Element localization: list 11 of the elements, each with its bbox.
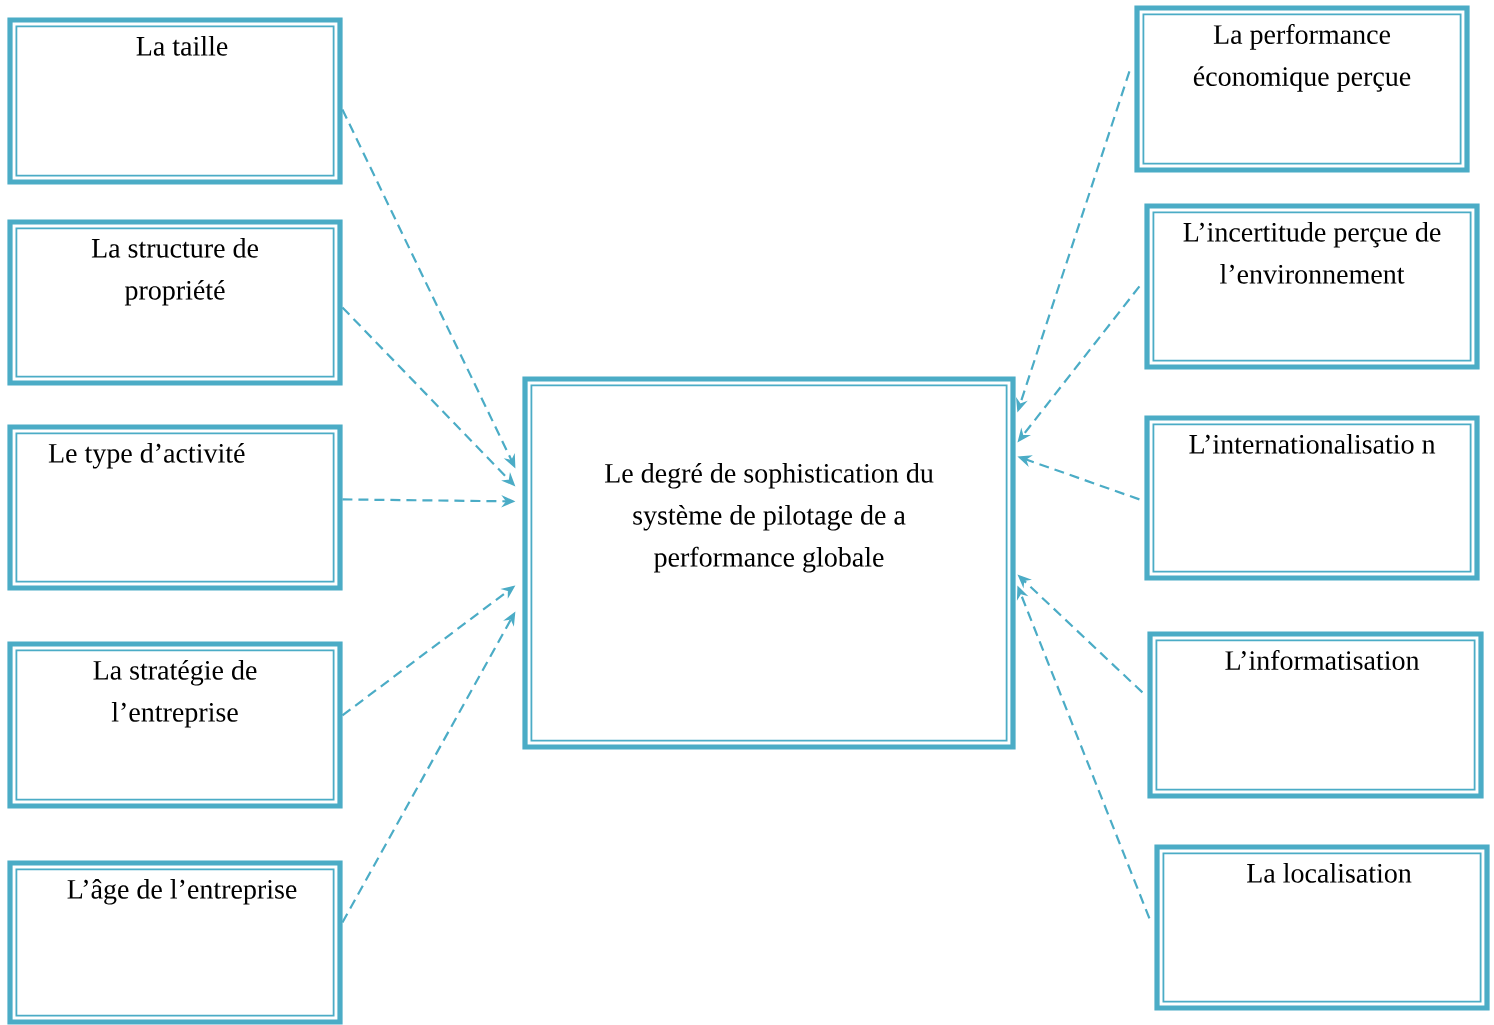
text-box: La structure de propriété [7,219,343,386]
text-box: La performance économique perçue [1134,5,1470,173]
text-box: La stratégie de l’entreprise [7,641,343,809]
text-box: La taille [7,17,343,185]
text-box: L’incertitude perçue de l’environnement [1144,203,1480,370]
text-box: Le degré de sophistication du système de pilotage de a performance globale [522,376,1016,750]
text-box: L’internationalisatio n [1144,415,1480,581]
text-box: La localisation [1154,844,1490,1011]
text-box: L’âge de l’entreprise [7,860,343,1025]
text-box: Le type d’activité [7,424,343,591]
text-box: L’informatisation [1147,631,1484,799]
